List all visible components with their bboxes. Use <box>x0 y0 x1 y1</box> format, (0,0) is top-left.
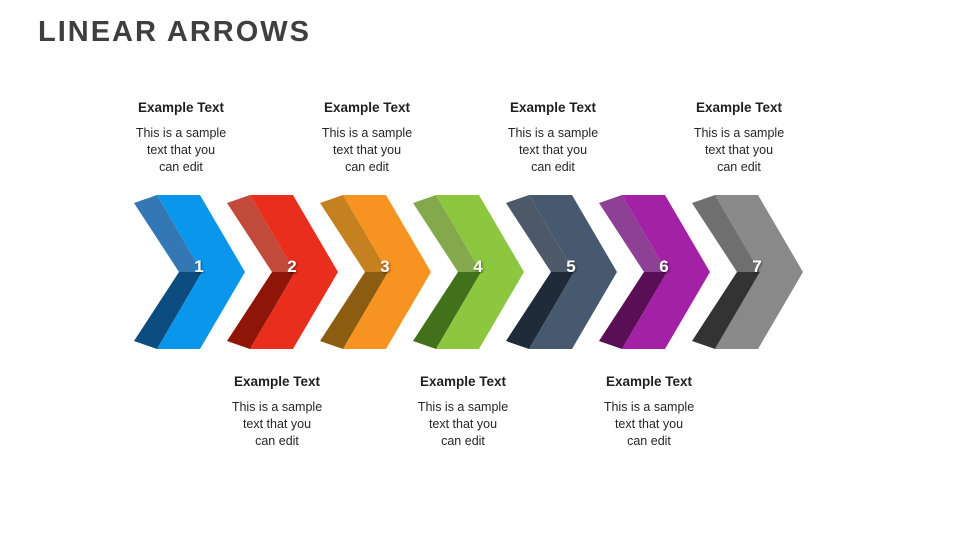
step-5-body-line: This is a sample <box>507 126 599 140</box>
arrow-7-bottom-face <box>692 272 760 349</box>
step-5-body-line: can edit <box>531 160 575 174</box>
arrow-3-top-face <box>320 195 388 272</box>
step-6-body-line: This is a sample <box>603 400 695 414</box>
arrow-1-number: 1 <box>194 257 203 276</box>
step-7-body-line: can edit <box>717 160 761 174</box>
arrow-5-bottom-face <box>506 272 574 349</box>
step-6-body-line: text that you <box>614 417 684 431</box>
arrow-6-front-face <box>622 195 710 349</box>
step-2-heading: Example Text <box>233 374 321 389</box>
step-2-body-line: text that you <box>242 417 312 431</box>
arrow-3-bottom-face <box>320 272 388 349</box>
step-1-body-line: text that you <box>146 143 216 157</box>
step-5-heading: Example Text <box>509 100 597 115</box>
arrow-5-front-face <box>529 195 617 349</box>
step-7-body-line: text that you <box>704 143 774 157</box>
arrow-5-top-face <box>506 195 574 272</box>
arrow-7-top-face <box>692 195 760 272</box>
step-2-body-line: This is a sample <box>231 400 323 414</box>
step-6-heading: Example Text <box>605 374 693 389</box>
step-1-body-line: This is a sample <box>135 126 227 140</box>
slide-title: LINEAR ARROWS <box>38 16 312 48</box>
arrow-6-top-face <box>599 195 667 272</box>
step-1-body-line: can edit <box>159 160 203 174</box>
arrow-6-bottom-face <box>599 272 667 349</box>
step-4-body-line: text that you <box>428 417 498 431</box>
arrow-2-bottom-face <box>227 272 295 349</box>
arrow-2-number: 2 <box>287 257 296 276</box>
step-5-body-line: text that you <box>518 143 588 157</box>
arrow-7-number: 7 <box>752 257 761 276</box>
arrow-2-front-face <box>250 195 338 349</box>
arrow-1-front-face <box>157 195 245 349</box>
step-6-body-line: can edit <box>627 434 671 448</box>
arrow-2-top-face <box>227 195 295 272</box>
step-4-body-line: This is a sample <box>417 400 509 414</box>
step-4-body-line: can edit <box>441 434 485 448</box>
arrow-5-number: 5 <box>566 257 575 276</box>
arrow-4-top-face <box>413 195 481 272</box>
step-7-body-line: This is a sample <box>693 126 785 140</box>
arrow-3-front-face <box>343 195 431 349</box>
step-3-body-line: This is a sample <box>321 126 413 140</box>
step-3-heading: Example Text <box>323 100 411 115</box>
step-7-heading: Example Text <box>695 100 783 115</box>
arrow-4-front-face <box>436 195 524 349</box>
step-1-heading: Example Text <box>137 100 225 115</box>
arrow-6-number: 6 <box>659 257 668 276</box>
arrow-7-front-face <box>715 195 803 349</box>
arrow-4-bottom-face <box>413 272 481 349</box>
step-3-body-line: can edit <box>345 160 389 174</box>
step-4-heading: Example Text <box>419 374 507 389</box>
arrow-3-number: 3 <box>380 257 389 276</box>
arrow-1-bottom-face <box>134 272 202 349</box>
step-2-body-line: can edit <box>255 434 299 448</box>
arrow-1-top-face <box>134 195 202 272</box>
arrow-4-number: 4 <box>473 257 483 276</box>
step-3-body-line: text that you <box>332 143 402 157</box>
